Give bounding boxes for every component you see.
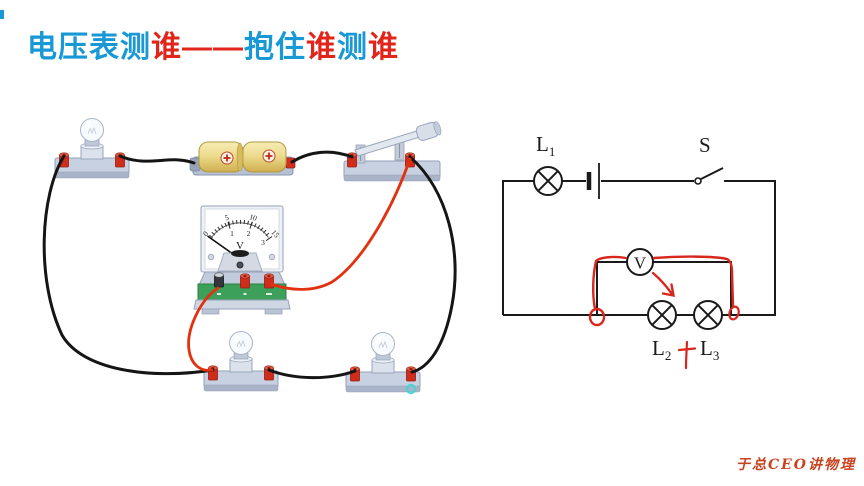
wire-right-loop	[408, 155, 457, 374]
knife-switch	[343, 121, 442, 182]
voltmeter-instrument: 0 5 10 15 1 2 3 V	[193, 205, 291, 315]
page-title: 电压表测谁——抱住谁测谁	[27, 22, 399, 66]
title-segment: 测	[337, 31, 368, 64]
lamp2-symbol	[647, 300, 677, 330]
title-dash: ——	[182, 31, 244, 64]
top-left-lamp	[55, 119, 129, 179]
watermark: 于总CEO讲物理	[735, 457, 856, 473]
switch-symbol	[694, 167, 724, 185]
annotation-trace-left	[592, 255, 628, 311]
meter-negative-terminal	[214, 272, 224, 288]
meter-scale-label: 5	[224, 213, 230, 223]
meter-terminal-markings	[217, 293, 272, 295]
battery-plus-icon	[262, 149, 276, 163]
switch-lever	[354, 129, 424, 157]
annotation-cross-mark	[677, 340, 697, 370]
red-annotations	[588, 255, 740, 370]
label-S: S	[699, 133, 711, 157]
title-segment: 谁	[151, 31, 182, 64]
meter-scale-label: 0	[201, 229, 210, 238]
wire-meter-to-lamp	[187, 286, 220, 372]
battery-pack	[189, 141, 296, 176]
title-segment: 抱住	[244, 31, 306, 64]
meter-scale-label: 15	[270, 228, 282, 240]
schematic-wires	[502, 180, 776, 316]
meter-scale-label: 1	[230, 229, 234, 238]
meter-scale-label: 10	[248, 212, 258, 223]
battery-symbol	[586, 163, 600, 199]
title-segment: 谁	[368, 31, 399, 64]
switch-handle	[415, 121, 442, 141]
title-segment: 电压表测	[27, 31, 151, 64]
bottom-right-lamp	[346, 333, 420, 393]
voltmeter-symbol: V	[626, 248, 654, 276]
annotation-left-node-circle	[588, 307, 606, 327]
red-wires	[187, 157, 412, 372]
title-segment: 谁	[306, 31, 337, 64]
voltmeter-symbol-label: V	[634, 254, 647, 273]
black-wires	[42, 150, 457, 380]
lamp1-symbol	[533, 166, 563, 196]
annotation-arrow-shaft	[651, 271, 674, 296]
label-L1: L1	[536, 132, 556, 160]
annotation-trace-right	[652, 255, 735, 308]
corner-artifact	[0, 10, 4, 19]
schematic-circuit: V	[502, 163, 776, 370]
annotation-arrow-head	[661, 283, 675, 298]
photo-circuit: 0 5 10 15 1 2 3 V	[42, 119, 457, 395]
lamp3-symbol	[693, 300, 723, 330]
meter-unit-label: V	[236, 240, 244, 252]
meter-3v-terminal	[240, 273, 250, 289]
bottom-left-lamp	[204, 332, 278, 392]
label-L2: L2	[652, 336, 672, 364]
battery-plus-icon	[220, 151, 234, 165]
wire-left-loop	[42, 154, 215, 376]
meter-scale-label: 2	[247, 229, 251, 238]
meter-scale-label: 3	[261, 238, 265, 247]
pointer-highlight	[405, 383, 417, 395]
wire-lamp-to-battery	[118, 154, 196, 165]
meter-tick-marks	[209, 219, 271, 239]
wire-switch-to-meter	[269, 157, 412, 291]
annotation-right-node-loop	[728, 305, 740, 321]
wire-between-bottom-lamps	[267, 368, 357, 380]
label-L3: L3	[700, 336, 720, 364]
wire-battery-to-switch	[290, 150, 354, 164]
